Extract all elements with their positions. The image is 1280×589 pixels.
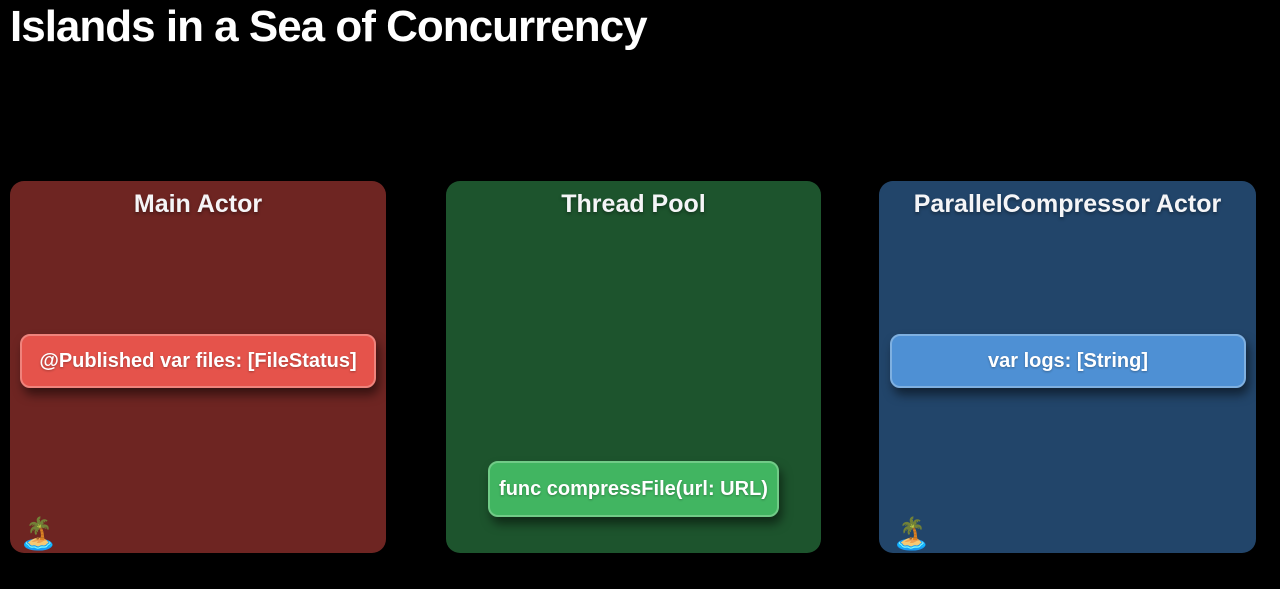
badge-compress-file: func compressFile(url: URL) <box>488 461 779 517</box>
panel-thread-pool: Thread Pool func compressFile(url: URL) <box>446 181 821 553</box>
desert-island-icon: 🏝️ <box>19 516 58 551</box>
badge-compress-file-label: func compressFile(url: URL) <box>499 477 768 500</box>
panel-parallel-compressor-actor-title: ParallelCompressor Actor <box>913 190 1222 218</box>
panel-main-actor: Main Actor @Published var files: [FileSt… <box>10 181 386 553</box>
panel-main-actor-title: Main Actor <box>133 190 263 218</box>
slide-title: Islands in a Sea of Concurrency <box>10 2 648 51</box>
badge-var-logs-label: var logs: [String] <box>987 349 1148 372</box>
badge-published-files-label: @Published var files: [FileStatus] <box>39 349 357 372</box>
panel-parallel-compressor-actor: ParallelCompressor Actor var logs: [Stri… <box>879 181 1256 553</box>
desert-island-icon: 🏝️ <box>892 516 931 551</box>
panel-thread-pool-title: Thread Pool <box>561 190 706 218</box>
badge-published-files: @Published var files: [FileStatus] <box>20 334 376 388</box>
badge-var-logs: var logs: [String] <box>890 334 1246 388</box>
